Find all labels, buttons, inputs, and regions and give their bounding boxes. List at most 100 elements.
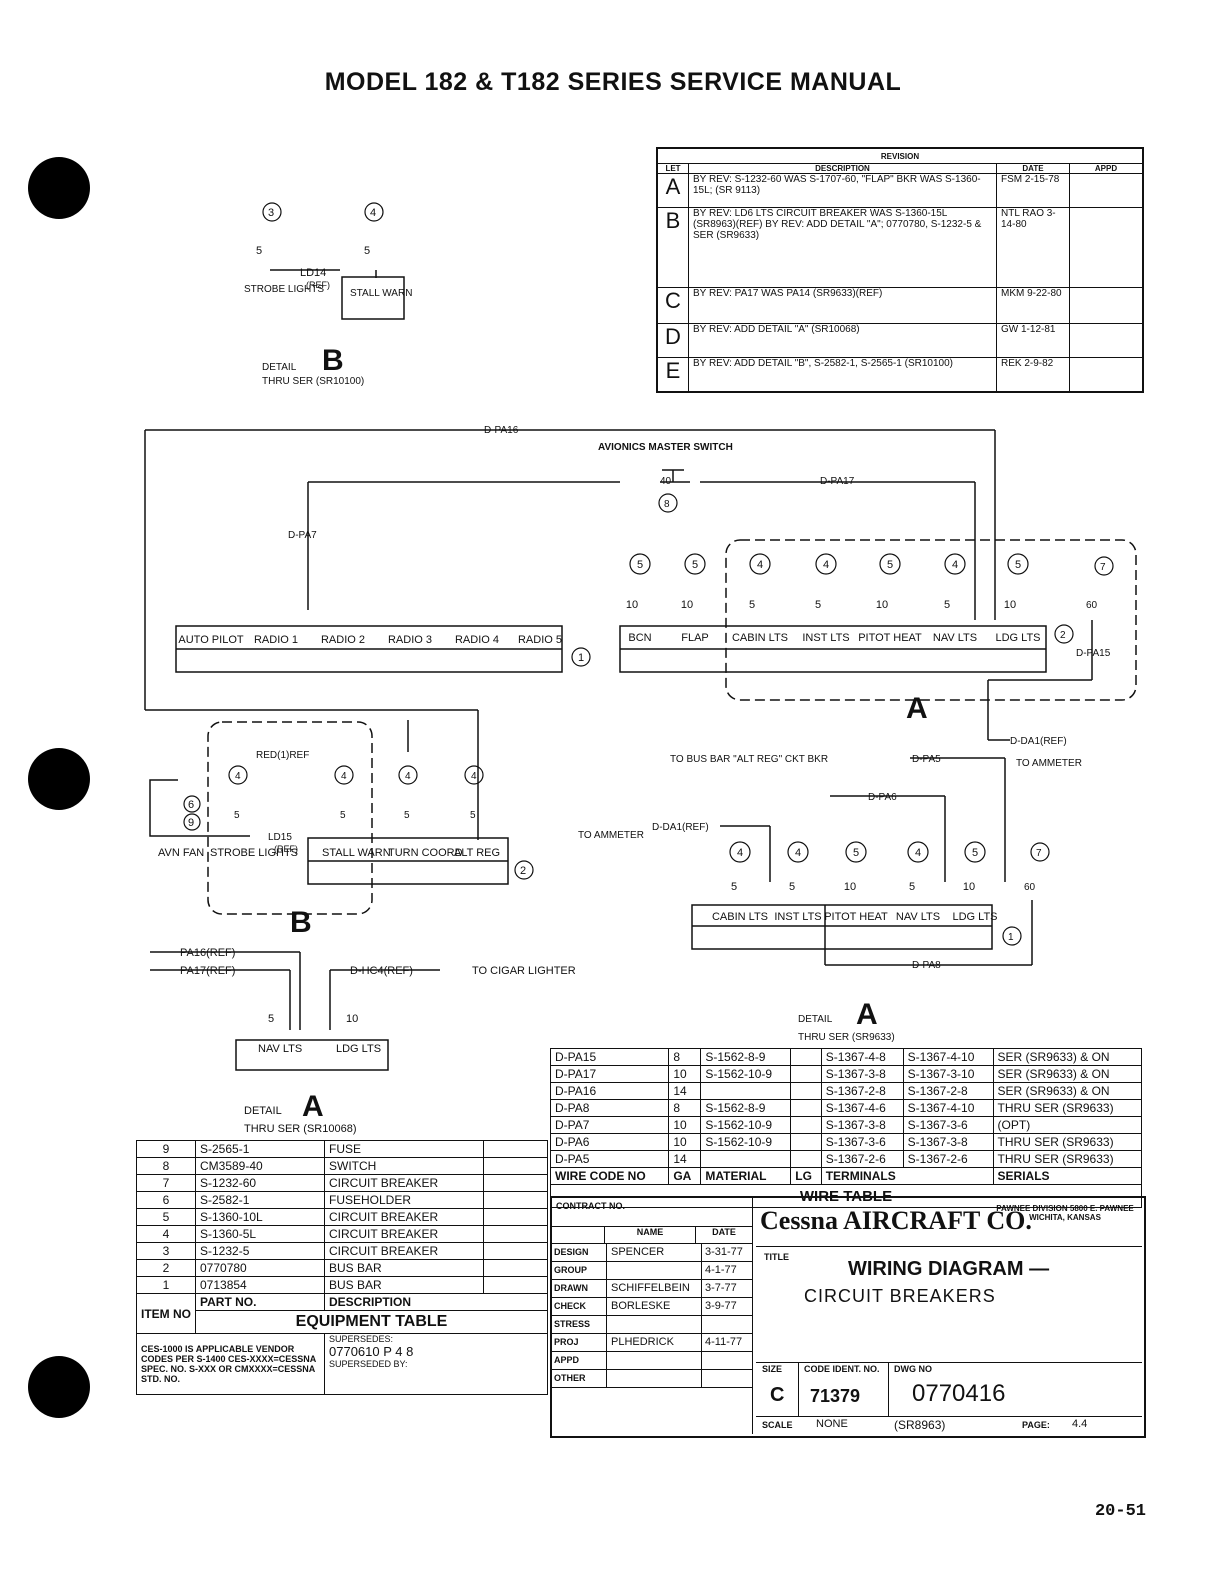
sig-date: 4-1-77: [705, 1264, 737, 1276]
wire-cell: S-1367-2-6: [820, 1150, 904, 1168]
equip-part: S-2565-1: [195, 1140, 325, 1158]
bus1-label: RADIO 4: [455, 634, 499, 646]
breaker-amp: 10: [844, 881, 856, 893]
page-title: MODEL 182 & T182 SERIES SERVICE MANUAL: [324, 68, 902, 96]
wire-pa8: D-PA8: [912, 960, 941, 971]
bus1-label: RADIO 2: [321, 634, 365, 646]
sig-name: SCHIFFELBEIN: [607, 1280, 702, 1297]
scale-label: SCALE: [762, 1420, 793, 1430]
size-label: SIZE: [762, 1364, 783, 1374]
equip-blank: [483, 1242, 548, 1260]
equip-col: PART NO.: [195, 1293, 325, 1311]
item-balloon: 4: [915, 847, 921, 859]
detail-arrow-letter: A: [906, 692, 928, 725]
breaker-amp: 5: [234, 810, 240, 821]
wire-pa15: D-PA15: [1076, 648, 1111, 659]
equip-item: 6: [136, 1191, 196, 1209]
ref-label: (REF): [306, 280, 330, 290]
drawing-title: WIRING DIAGRAM —: [848, 1258, 1050, 1280]
equip-blank: [483, 1140, 548, 1158]
detail-label: DETAIL: [244, 1105, 282, 1117]
detail-sub: THRU SER (SR10100): [262, 376, 364, 387]
detail-label: DETAIL: [262, 362, 297, 373]
wire-cell: D-PA16: [549, 1082, 670, 1100]
rev-appd: [1069, 207, 1144, 288]
sig-date: [702, 1352, 752, 1369]
sig-date: [702, 1316, 752, 1333]
sig-date: 3-9-77: [705, 1300, 737, 1312]
item-balloon: 5: [1015, 559, 1021, 571]
detail-sub: THRU SER (SR9633): [798, 1032, 895, 1043]
bus1-label: RADIO 3: [388, 634, 432, 646]
wire-cell: S-1367-4-6: [820, 1099, 904, 1117]
item-balloon: 1: [578, 652, 584, 664]
wire-col: TERMINALS: [820, 1167, 994, 1185]
rev-appd: [1069, 357, 1144, 392]
rev-appd: [1069, 287, 1144, 324]
wire-cell: [790, 1065, 822, 1083]
red-ref-label: RED(1)REF: [256, 750, 309, 761]
bus1-label: RADIO 1: [254, 634, 298, 646]
breaker-amp: 5: [256, 245, 262, 257]
wire-cell: [790, 1133, 822, 1151]
rev-desc: BY REV: S-1232-60 WAS S-1707-60, "FLAP" …: [688, 173, 997, 208]
wire-pa16: D-PA16: [484, 425, 519, 436]
rev-let: D: [656, 323, 689, 358]
sig-role: OTHER: [552, 1370, 607, 1387]
wire-cell: D-PA7: [549, 1116, 670, 1134]
wire-cell: 14: [668, 1150, 702, 1168]
equip-blank: [483, 1191, 548, 1209]
equip-part: CM3589-40: [195, 1157, 325, 1175]
equip-desc: FUSE: [324, 1140, 484, 1158]
drawing-subtitle: CIRCUIT BREAKERS: [804, 1286, 996, 1306]
item-balloon: 4: [341, 771, 347, 782]
wire-cell: S-1367-3-10: [902, 1065, 994, 1083]
item-balloon: 4: [405, 771, 411, 782]
detail-a-label: CABIN LTS: [712, 911, 768, 923]
wire-cell: S-1367-3-8: [902, 1133, 994, 1151]
wire-cell: [700, 1082, 792, 1100]
breaker-amp: 10: [346, 1013, 358, 1025]
equip-part: S-1360-10L: [195, 1208, 325, 1226]
equip-desc: CIRCUIT BREAKER: [324, 1242, 484, 1260]
bus3-label: ALT REG: [454, 847, 500, 859]
wire-cell: SER (SR9633) & ON: [992, 1048, 1143, 1066]
bus1-label: RADIO 5: [518, 634, 562, 646]
rev-let: B: [656, 207, 689, 288]
nav-lts-label: NAV LTS: [258, 1043, 302, 1055]
breaker-amp: 10: [963, 881, 975, 893]
rev-date: FSM 2-15-78: [996, 173, 1070, 208]
page-value: 4.4: [1072, 1418, 1088, 1430]
sig-name: [607, 1262, 702, 1279]
equip-blank: [483, 1225, 548, 1243]
bus2-label: CABIN LTS: [732, 632, 788, 644]
equip-item: 2: [136, 1259, 196, 1277]
avn-fan-label: AVN FAN: [158, 847, 204, 859]
sig-role: STRESS: [552, 1316, 607, 1333]
to-ammeter-label: TO AMMETER: [1016, 758, 1082, 769]
wire-dai: D-DA1(REF): [652, 822, 709, 833]
item-balloon: 4: [471, 771, 477, 782]
detail-letter: A: [302, 1090, 324, 1123]
wire-cell: S-1562-10-9: [700, 1116, 792, 1134]
equip-part: S-1232-60: [195, 1174, 325, 1192]
equip-desc: BUS BAR: [324, 1276, 484, 1294]
supersedes-label: SUPERSEDES:: [329, 1334, 394, 1345]
to-ammeter-label: TO AMMETER: [578, 830, 644, 841]
wire-pa6: D-PA6: [868, 792, 897, 803]
equip-desc: CIRCUIT BREAKER: [324, 1208, 484, 1226]
wire-cell: SER (SR9633) & ON: [992, 1082, 1143, 1100]
detail-a-label: PITOT HEAT: [824, 911, 888, 923]
item-balloon-ring: [228, 765, 248, 785]
equip-blank: [483, 1157, 548, 1175]
sig-date: 3-31-77: [705, 1246, 743, 1258]
wire-cell: S-1367-2-8: [820, 1082, 904, 1100]
wire-cell: 14: [668, 1082, 702, 1100]
bus2-label: NAV LTS: [933, 632, 977, 644]
